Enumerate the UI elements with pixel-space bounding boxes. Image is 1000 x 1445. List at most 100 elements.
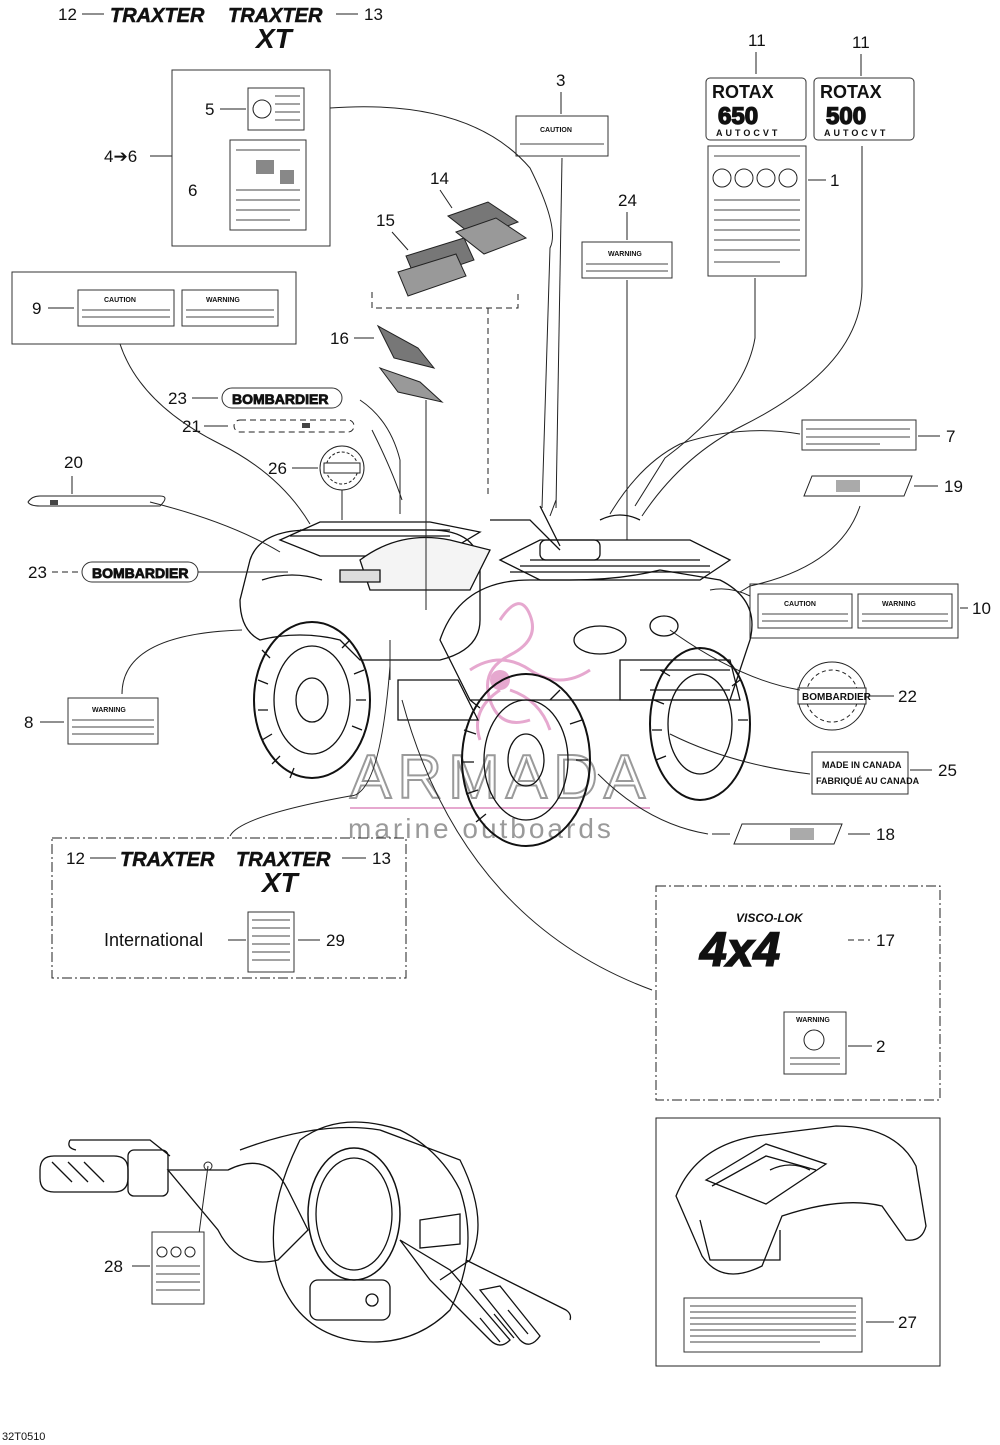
leader-lines bbox=[119, 106, 863, 991]
decal-group-14-15: 14 15 bbox=[371, 169, 528, 496]
callout-7: 7 bbox=[946, 427, 955, 446]
decal-group-9: 9 CAUTION WARNING bbox=[11, 271, 297, 345]
sticker-9-caution: CAUTION bbox=[77, 289, 175, 327]
decal-18 bbox=[733, 823, 843, 845]
svg-text:AUTOCVT: AUTOCVT bbox=[716, 128, 780, 138]
svg-text:ROTAX: ROTAX bbox=[820, 82, 882, 102]
front-rack-cover-illustration bbox=[675, 1125, 927, 1275]
decal-group-24: 24 WARNING bbox=[581, 191, 673, 540]
decal-traxter-xt-intl: TRAXTER XT bbox=[236, 849, 332, 898]
callout-13-intl: 13 bbox=[372, 849, 391, 868]
svg-text:500: 500 bbox=[826, 103, 866, 130]
decal-traxter-xt-13: TRAXTER XT bbox=[228, 5, 324, 54]
decal-group-27: 27 bbox=[655, 1117, 941, 1367]
callout-25: 25 bbox=[938, 761, 957, 780]
callout-19: 19 bbox=[944, 477, 963, 496]
sticker-28 bbox=[151, 1231, 205, 1305]
decal-group-25: MADE IN CANADA FABRIQUÉ AU CANADA 25 bbox=[811, 751, 957, 795]
callout-15: 15 bbox=[376, 211, 395, 230]
decal-group-8: 8 WARNING bbox=[24, 697, 159, 745]
callout-18: 18 bbox=[876, 825, 895, 844]
callout-17: 17 bbox=[876, 931, 895, 950]
callout-8: 8 bbox=[24, 713, 33, 732]
decal-group-11: 11 11 ROTAX 650 AUTOCVT ROTAX 500 AUTOCV… bbox=[705, 31, 915, 141]
callout-16: 16 bbox=[330, 329, 349, 348]
diagram-code: 32T0510 bbox=[2, 1431, 45, 1443]
decal-group-international: 12 TRAXTER TRAXTER XT 13 International 2… bbox=[51, 837, 407, 979]
decal-19 bbox=[803, 475, 913, 497]
decal-traxter-12: TRAXTER bbox=[110, 5, 206, 28]
decal-group-22: BOMBARDIER 22 bbox=[797, 661, 917, 731]
svg-text:CAUTION: CAUTION bbox=[540, 127, 572, 134]
decal-rotax-650: ROTAX 650 AUTOCVT bbox=[705, 77, 807, 141]
decal-group-28: 28 bbox=[104, 1161, 213, 1305]
sticker-8-warning: WARNING bbox=[67, 697, 159, 745]
callout-10: 10 bbox=[972, 599, 991, 618]
decal-group-18: 18 bbox=[712, 823, 895, 845]
callout-11-650: 11 bbox=[748, 31, 766, 50]
callout-20: 20 bbox=[64, 453, 83, 472]
callout-22: 22 bbox=[898, 687, 917, 706]
svg-text:AUTOCVT: AUTOCVT bbox=[824, 128, 888, 138]
callout-27: 27 bbox=[898, 1313, 917, 1332]
svg-text:WARNING: WARNING bbox=[206, 297, 240, 304]
callout-2: 2 bbox=[876, 1037, 885, 1056]
svg-text:BOMBARDIER: BOMBARDIER bbox=[92, 565, 188, 581]
decal-group-3: 3 CAUTION bbox=[515, 71, 609, 157]
svg-text:MADE IN CANADA: MADE IN CANADA bbox=[822, 760, 902, 770]
callout-12: 12 bbox=[58, 5, 77, 24]
callout-29: 29 bbox=[326, 931, 345, 950]
callout-14: 14 bbox=[430, 169, 449, 188]
sticker-7 bbox=[801, 419, 917, 451]
svg-text:650: 650 bbox=[718, 103, 758, 130]
sticker-9-warning: WARNING bbox=[181, 289, 279, 327]
svg-text:CAUTION: CAUTION bbox=[104, 297, 136, 304]
sticker-27 bbox=[683, 1297, 863, 1353]
svg-text:FABRIQUÉ AU CANADA: FABRIQUÉ AU CANADA bbox=[816, 776, 920, 786]
sticker-29 bbox=[247, 911, 295, 973]
decal-rotax-500: ROTAX 500 AUTOCVT bbox=[813, 77, 915, 141]
decal-group-19: 19 bbox=[803, 475, 963, 497]
decal-visco-lok-4x4: VISCO-LOK 4x4 bbox=[698, 911, 804, 978]
decal-22-emblem: BOMBARDIER bbox=[797, 661, 872, 731]
callout-21: 21 bbox=[182, 417, 201, 436]
svg-text:WARNING: WARNING bbox=[608, 251, 642, 258]
decal-bombardier-23-upper: BOMBARDIER bbox=[221, 387, 343, 409]
decal-group-10: CAUTION WARNING 10 bbox=[749, 583, 991, 639]
sticker-24-warning: WARNING bbox=[581, 241, 673, 279]
callout-6: 6 bbox=[188, 181, 197, 200]
svg-text:TRAXTER: TRAXTER bbox=[110, 5, 205, 27]
decal-group-4-6: 4➔6 5 6 bbox=[104, 69, 331, 247]
sticker-10-caution: CAUTION bbox=[757, 593, 853, 629]
svg-text:TRAXTER: TRAXTER bbox=[120, 849, 215, 871]
svg-text:CAUTION: CAUTION bbox=[784, 601, 816, 608]
watermark-brand: ARMADA bbox=[350, 743, 651, 812]
callout-11-500: 11 bbox=[852, 33, 870, 52]
svg-text:WARNING: WARNING bbox=[796, 1017, 830, 1024]
sticker-10-warning: WARNING bbox=[857, 593, 953, 629]
sticker-2: WARNING bbox=[783, 1011, 847, 1075]
svg-text:TRAXTER: TRAXTER bbox=[236, 849, 331, 871]
sticker-5 bbox=[247, 87, 305, 131]
decal-20 bbox=[27, 495, 166, 507]
decal-group-20: 20 bbox=[27, 453, 166, 507]
callout-5: 5 bbox=[205, 100, 214, 119]
callout-12-intl: 12 bbox=[66, 849, 85, 868]
callout-1: 1 bbox=[830, 171, 839, 190]
decal-bombardier-23-lower: BOMBARDIER bbox=[81, 561, 199, 583]
decal-group-1: 1 bbox=[707, 145, 839, 277]
decal-group-23-upper: 23 BOMBARDIER bbox=[168, 387, 343, 409]
svg-text:XT: XT bbox=[260, 867, 301, 898]
watermark: ARMADA marine outboards bbox=[348, 602, 651, 844]
svg-text:ROTAX: ROTAX bbox=[712, 82, 774, 102]
svg-text:VISCO-LOK: VISCO-LOK bbox=[736, 911, 804, 925]
decal-group-16: 16 bbox=[330, 324, 444, 403]
svg-text:WARNING: WARNING bbox=[92, 707, 126, 714]
decal-group-17-2: VISCO-LOK 4x4 17 WARNING 2 bbox=[655, 885, 941, 1101]
decal-group-7: 7 bbox=[801, 419, 955, 451]
callout-28: 28 bbox=[104, 1257, 123, 1276]
callout-24: 24 bbox=[618, 191, 637, 210]
decal-26-emblem bbox=[319, 445, 365, 491]
sticker-25: MADE IN CANADA FABRIQUÉ AU CANADA bbox=[811, 751, 920, 795]
